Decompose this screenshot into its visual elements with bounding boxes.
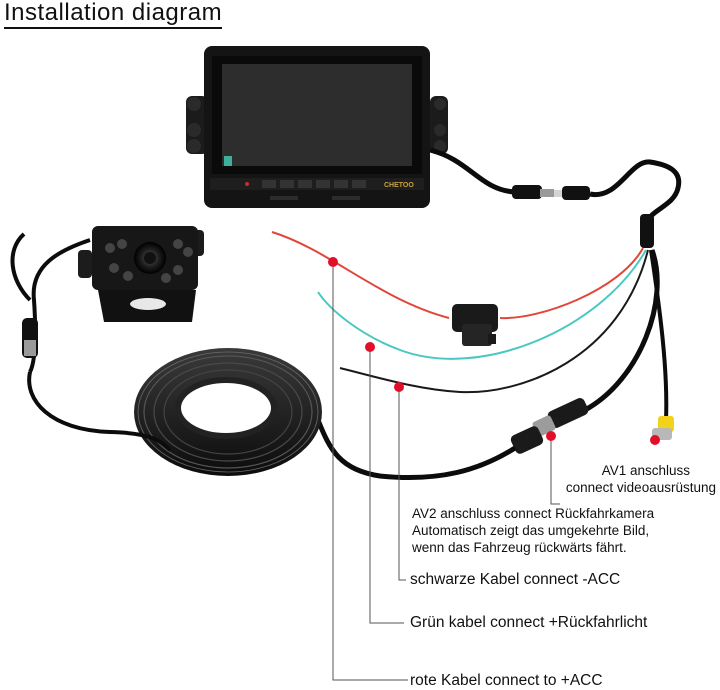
page-title: Installation diagram	[4, 0, 223, 29]
reversing-camera	[78, 226, 204, 322]
av1-label-line1: AV1 anschluss	[601, 463, 690, 478]
marker-av2	[546, 431, 556, 441]
marker-green-wire	[365, 342, 375, 352]
red-wire-label: rote Kabel connect to +ACC	[410, 672, 603, 689]
cable-splitter	[640, 214, 654, 248]
marker-red-wire	[328, 257, 338, 267]
camera-connector	[22, 318, 38, 358]
av2-label: AV2 anschluss connect Rückfahrkamera Aut…	[412, 505, 654, 556]
marker-black-wire	[394, 382, 404, 392]
extension-cable-coil	[134, 348, 322, 476]
av1-label-line2: connect videoausrüstung	[565, 480, 716, 495]
fuse-holder	[452, 304, 498, 346]
monitor-connector	[512, 185, 590, 200]
green-wire-label: Grün kabel connect +Rückfahrlicht	[410, 614, 648, 631]
black-wire-label: schwarze Kabel connect -ACC	[410, 571, 621, 588]
av2-aviation-connector	[510, 398, 589, 454]
av1-label: AV1 anschluss connect videoausrüstung	[566, 462, 716, 496]
monitor: CHETOO	[186, 46, 448, 208]
monitor-brand: CHETOO	[384, 182, 414, 189]
av2-label-line3: wenn das Fahrzeug rückwärts fährt.	[412, 540, 627, 555]
av2-label-line1: AV2 anschluss connect Rückfahrkamera	[412, 506, 655, 521]
av2-label-line2: Automatisch zeigt das umgekehrte Bild,	[412, 523, 650, 538]
rca-yellow-plug	[650, 416, 674, 445]
